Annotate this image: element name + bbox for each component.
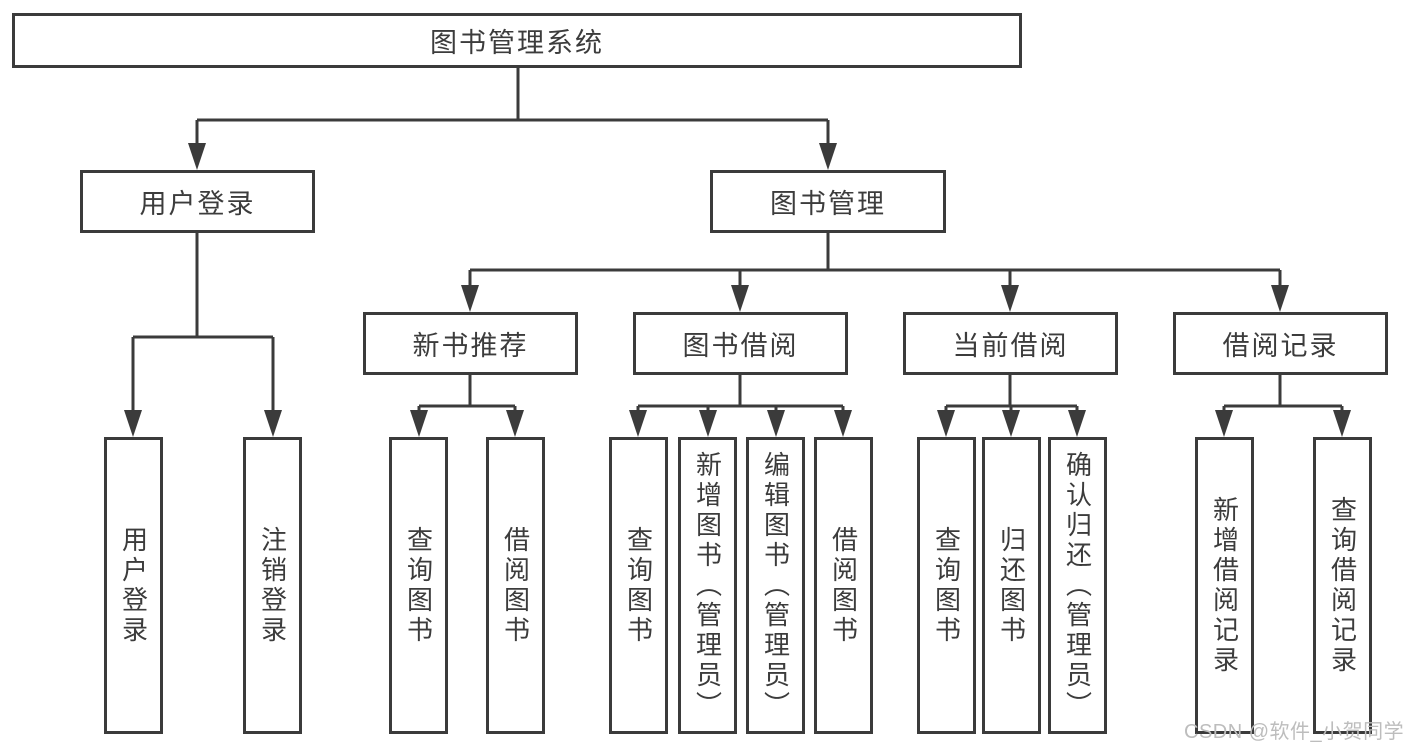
node-label: 用户登录 — [139, 189, 256, 219]
leaf-confirm-return-admin: 确认归还（管理员） — [1048, 437, 1107, 734]
node-label: 用户登录 — [118, 525, 149, 646]
leaf-query-books-current: 查询图书 — [917, 437, 976, 734]
node-library-system: 图书管理系统 — [12, 13, 1022, 68]
connector-user-login-children — [131, 233, 275, 418]
node-label: 新增借阅记录 — [1209, 495, 1240, 676]
node-label: 归还图书 — [996, 525, 1027, 646]
node-label: 借阅图书 — [500, 525, 531, 646]
arrow-down-icon — [699, 410, 717, 437]
arrow-down-icon — [819, 143, 837, 170]
arrow-down-icon — [731, 285, 749, 312]
leaf-add-borrowing-record: 新增借阅记录 — [1195, 437, 1254, 734]
node-label: 查询图书 — [403, 525, 434, 646]
node-label: 查询图书 — [931, 525, 962, 646]
node-label: 查询借阅记录 — [1327, 495, 1358, 676]
node-label: 查询图书 — [623, 525, 654, 646]
node-label: 图书管理 — [770, 189, 886, 219]
leaf-borrow-books-borrow: 借阅图书 — [814, 437, 873, 734]
arrow-down-icon — [264, 410, 282, 437]
connector-new-book-children — [417, 375, 517, 418]
node-label: 图书借阅 — [682, 331, 799, 361]
arrow-down-icon — [1002, 410, 1020, 437]
leaf-borrow-books-recommend: 借阅图书 — [486, 437, 545, 734]
node-book-borrowing: 图书借阅 — [633, 312, 848, 375]
node-label: 新书推荐 — [412, 331, 529, 361]
node-borrowing-records: 借阅记录 — [1173, 312, 1388, 375]
arrow-down-icon — [767, 410, 785, 437]
leaf-return-books: 归还图书 — [982, 437, 1041, 734]
leaf-user-login: 用户登录 — [104, 437, 163, 734]
arrow-down-icon — [461, 285, 479, 312]
leaf-logout: 注销登录 — [243, 437, 302, 734]
arrow-down-icon — [188, 143, 206, 170]
node-label: 借阅记录 — [1222, 331, 1339, 361]
arrow-down-icon — [629, 410, 647, 437]
connector-borrow-records-children — [1222, 375, 1344, 418]
node-label: 借阅图书 — [828, 525, 859, 646]
watermark: CSDN @软件_小贺同学 — [1184, 721, 1405, 743]
node-label: 图书管理系统 — [430, 28, 604, 58]
leaf-query-books-recommend: 查询图书 — [389, 437, 448, 734]
leaf-query-borrowing-record: 查询借阅记录 — [1313, 437, 1372, 734]
node-book-management: 图书管理 — [710, 170, 946, 233]
node-label: 注销登录 — [257, 525, 288, 646]
node-label: 编辑图书（管理员） — [760, 450, 791, 721]
node-label: 当前借阅 — [952, 331, 1069, 361]
arrow-down-icon — [124, 410, 142, 437]
node-new-book-recommendation: 新书推荐 — [363, 312, 578, 375]
leaf-query-books-borrow: 查询图书 — [609, 437, 668, 734]
connector-book-management-children — [468, 233, 1282, 293]
connector-book-borrow-children — [636, 375, 845, 418]
arrow-down-icon — [1271, 285, 1289, 312]
arrow-down-icon — [1215, 410, 1233, 437]
arrow-down-icon — [410, 410, 428, 437]
arrow-down-icon — [1333, 410, 1351, 437]
node-label: 确认归还（管理员） — [1062, 450, 1093, 721]
node-label: 新增图书（管理员） — [692, 450, 723, 721]
arrow-down-icon — [937, 410, 955, 437]
arrow-down-icon — [506, 410, 524, 437]
leaf-edit-book-admin: 编辑图书（管理员） — [746, 437, 805, 734]
node-user-login: 用户登录 — [80, 170, 315, 233]
node-current-borrowing: 当前借阅 — [903, 312, 1118, 375]
arrow-down-icon — [1001, 285, 1019, 312]
connector-root-to-level2 — [195, 68, 830, 151]
arrow-down-icon — [834, 410, 852, 437]
connector-current-borrow-children — [944, 375, 1079, 418]
leaf-add-book-admin: 新增图书（管理员） — [678, 437, 737, 734]
arrow-down-icon — [1068, 410, 1086, 437]
